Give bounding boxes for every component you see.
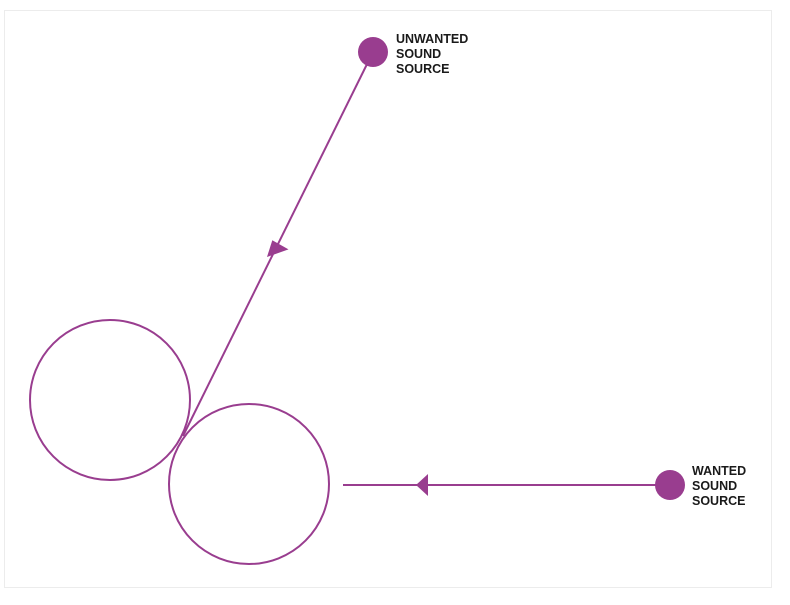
wanted-label-line-1: WANTED [692, 464, 746, 478]
wanted-label-line-2: SOUND [692, 479, 737, 493]
unwanted-label-line-1: UNWANTED [396, 32, 468, 46]
left-circle [29, 319, 191, 481]
unwanted-arrowhead [267, 240, 289, 257]
diagram-frame [4, 10, 772, 588]
unwanted-source-dot [358, 37, 388, 67]
unwanted-source-label: UNWANTED SOUND SOURCE [396, 32, 472, 76]
unwanted-label-line-3: SOURCE [396, 62, 449, 76]
wanted-label-line-3: SOURCE [692, 494, 745, 508]
wanted-source-dot [655, 470, 685, 500]
wanted-arrowhead [416, 474, 428, 496]
unwanted-label-line-2: SOUND [396, 47, 441, 61]
right-circle [168, 403, 330, 565]
wanted-source-label: WANTED SOUND SOURCE [692, 464, 750, 508]
